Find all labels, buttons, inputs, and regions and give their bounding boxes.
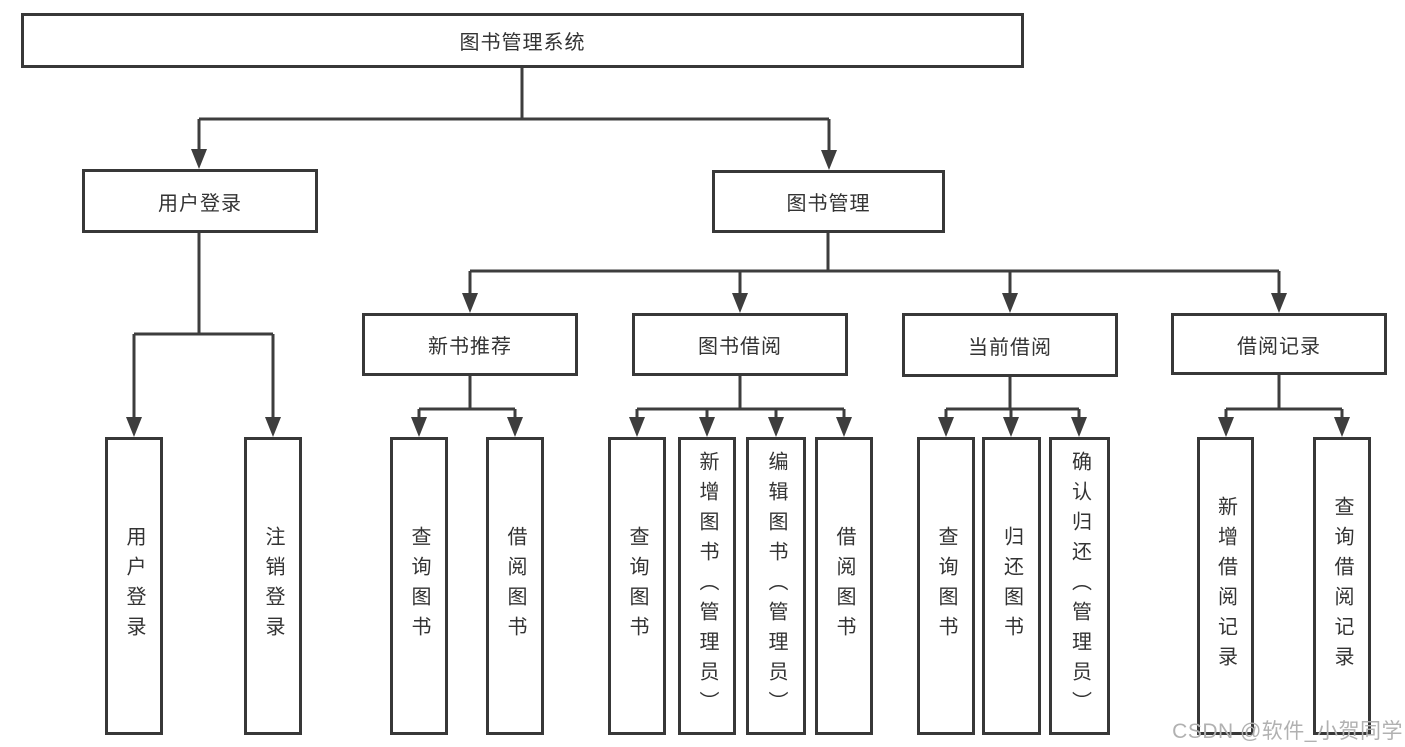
arrowhead <box>462 293 478 313</box>
arrowhead <box>1071 417 1087 437</box>
leaf-borrow-books: 借阅图书 <box>815 437 873 735</box>
leaf-query-books: 查询图书 <box>608 437 666 735</box>
arrowhead <box>411 417 427 437</box>
leaf-label: 查询图书 <box>935 526 957 646</box>
node-new-book-recommend: 新书推荐 <box>362 313 578 376</box>
connector-login-to-leaves <box>132 233 275 421</box>
connector-recommend-to-leaves <box>417 376 517 421</box>
leaf-label: 查询图书 <box>626 526 648 646</box>
leaf-add-borrow-record: 新增借阅记录 <box>1197 437 1254 735</box>
leaf-label: 注销登录 <box>262 526 284 646</box>
leaf-label: 新增图书（管理员） <box>696 451 718 721</box>
leaf-query-books: 查询图书 <box>390 437 448 735</box>
arrowhead <box>1003 417 1019 437</box>
arrowhead <box>699 417 715 437</box>
arrowhead <box>836 417 852 437</box>
leaf-label: 查询借阅记录 <box>1331 496 1353 676</box>
leaf-query-books: 查询图书 <box>917 437 975 735</box>
leaf-label: 确认归还（管理员） <box>1068 451 1091 721</box>
leaf-label: 编辑图书（管理员） <box>765 451 787 721</box>
leaf-label: 查询图书 <box>408 526 430 646</box>
arrowhead <box>768 417 784 437</box>
watermark: CSDN @软件_小贺同学 <box>1172 720 1403 743</box>
node-book-borrow: 图书借阅 <box>632 313 848 376</box>
arrowhead <box>507 417 523 437</box>
connector-current-to-leaves <box>944 377 1081 421</box>
arrowhead <box>732 293 748 313</box>
arrowhead <box>1218 417 1234 437</box>
leaf-add-books-admin: 新增图书（管理员） <box>678 437 736 735</box>
leaf-logout: 注销登录 <box>244 437 302 735</box>
leaf-confirm-return-admin: 确认归还（管理员） <box>1049 437 1110 735</box>
arrowhead <box>821 150 837 170</box>
arrowhead <box>629 417 645 437</box>
node-current-borrow: 当前借阅 <box>902 313 1118 377</box>
node-root-system: 图书管理系统 <box>21 13 1024 68</box>
leaf-label: 用户登录 <box>123 526 145 646</box>
arrowhead <box>1334 417 1350 437</box>
leaf-user-login: 用户登录 <box>105 437 163 735</box>
leaf-borrow-books: 借阅图书 <box>486 437 544 735</box>
leaf-edit-books-admin: 编辑图书（管理员） <box>746 437 806 735</box>
leaf-label: 借阅图书 <box>504 526 526 646</box>
connector-records-to-leaves <box>1224 375 1344 421</box>
arrowhead <box>1271 293 1287 313</box>
leaf-label: 新增借阅记录 <box>1214 496 1237 676</box>
arrowhead <box>126 417 142 437</box>
arrowhead <box>1002 293 1018 313</box>
leaf-label: 归还图书 <box>1000 526 1023 646</box>
node-user-login: 用户登录 <box>82 169 318 233</box>
leaf-return-books: 归还图书 <box>982 437 1041 735</box>
arrowhead <box>191 149 207 169</box>
leaf-label: 借阅图书 <box>833 526 855 646</box>
connector-borrow-to-leaves <box>635 376 846 421</box>
arrowhead <box>938 417 954 437</box>
arrowheads <box>126 149 1350 437</box>
leaf-query-borrow-record: 查询借阅记录 <box>1313 437 1371 735</box>
node-borrow-records: 借阅记录 <box>1171 313 1387 375</box>
node-book-management: 图书管理 <box>712 170 945 233</box>
arrowhead <box>265 417 281 437</box>
connector-mgmt-to-level3 <box>468 233 1281 297</box>
connector-root-to-level2 <box>197 68 831 154</box>
